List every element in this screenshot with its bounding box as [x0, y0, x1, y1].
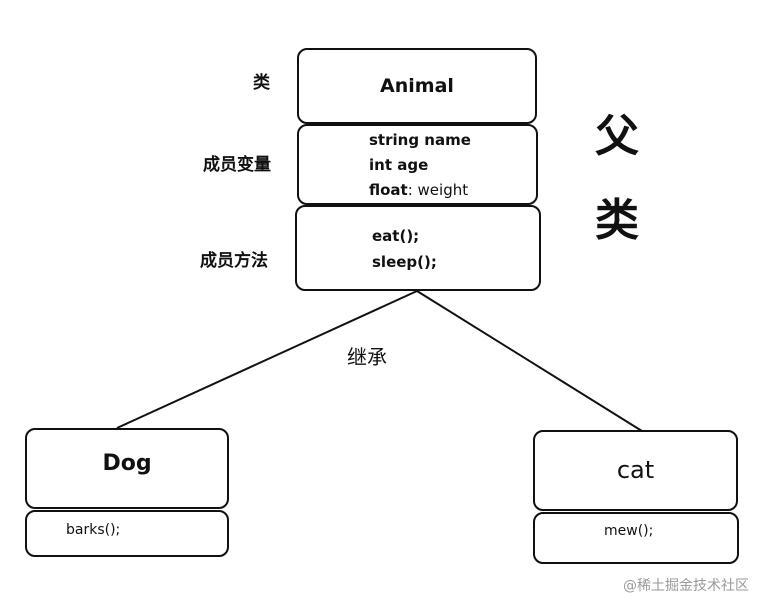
methods-label: 成员方法: [200, 251, 268, 271]
method-barks: barks();: [66, 522, 121, 538]
method-sleep: sleep();: [372, 253, 437, 271]
method-eat: eat();: [372, 227, 420, 245]
line-to-cat: [416, 290, 643, 432]
cat-name-box: cat: [533, 430, 738, 511]
class-label: 类: [253, 73, 270, 93]
field-weight-name: : weight: [407, 181, 469, 199]
dog-name-box: Dog: [25, 428, 229, 509]
cat-methods-box: mew();: [533, 512, 739, 564]
field-weight: float: weight: [369, 181, 468, 199]
field-age: int age: [369, 156, 429, 174]
inherit-label: 继承: [347, 345, 387, 369]
watermark: @稀土掘金技术社区: [623, 578, 749, 594]
field-weight-type: float: [369, 181, 408, 199]
animal-fields-box: string name int age float: weight: [297, 124, 538, 205]
field-name: string name: [369, 131, 471, 149]
parent-char-2: 类: [595, 195, 639, 246]
parent-char-1: 父: [595, 111, 639, 162]
line-to-dog: [116, 290, 418, 429]
animal-name-box: Animal: [297, 48, 537, 124]
cat-name: cat: [616, 455, 655, 484]
method-mew: mew();: [604, 523, 654, 539]
animal-methods-box: eat(); sleep();: [295, 205, 541, 291]
dog-methods-box: barks();: [25, 510, 229, 557]
members-label: 成员变量: [203, 155, 271, 175]
dog-name: Dog: [102, 451, 152, 476]
animal-name: Animal: [380, 75, 454, 97]
